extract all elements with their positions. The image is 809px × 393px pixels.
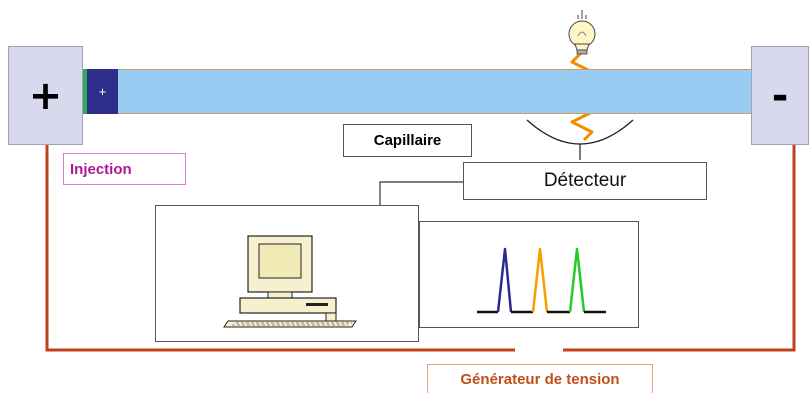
computer-icon [223, 235, 357, 328]
detector-computer-link [379, 181, 463, 205]
positive-symbol: + [28, 72, 63, 119]
sample-plug-edge [82, 69, 87, 114]
voltage-generator-label-text: Générateur de tension [460, 370, 620, 388]
circuit-wire-right [563, 145, 796, 352]
capillary-tube [82, 69, 752, 114]
sample-plug: + [87, 69, 118, 114]
circuit-wire-left [45, 145, 515, 352]
detector-label-text: Détecteur [543, 170, 627, 191]
detector-box: Détecteur [463, 162, 707, 200]
injection-label: Injection [63, 153, 186, 185]
positive-electrode: + [8, 46, 83, 145]
negative-symbol: - [771, 72, 789, 119]
electropherogram-peaks-icon [477, 247, 606, 314]
voltage-generator-label: Générateur de tension [427, 364, 653, 393]
capillary-label-text: Capillaire [373, 132, 442, 149]
negative-electrode: - [751, 46, 809, 145]
computer-panel [155, 205, 419, 342]
electropherogram-panel [419, 221, 639, 328]
injection-label-text: Injection [70, 160, 132, 178]
capillary-label: Capillaire [343, 124, 472, 157]
sample-plug-symbol: + [98, 84, 107, 99]
